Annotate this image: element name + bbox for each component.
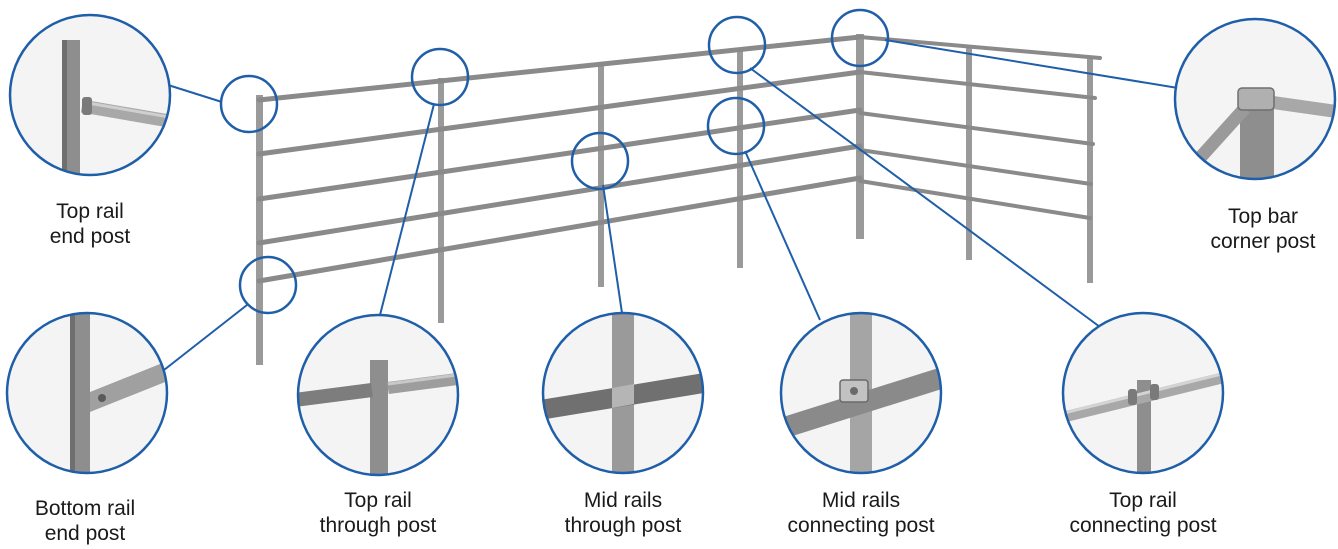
- rail-4: [256, 143, 863, 246]
- label-line-1: Mid rails: [821, 489, 901, 512]
- side-rail-bottom: [858, 179, 1092, 220]
- detail-top-rail-end-post: [8, 13, 172, 177]
- detail-mid-rails-through-post: [541, 311, 705, 475]
- label-bottom-rail-end-post: Bottom rail end post: [10, 496, 160, 546]
- label-line-2: connecting post: [787, 514, 935, 537]
- post-corner: [856, 34, 864, 239]
- target-top-rail-through: [410, 47, 470, 107]
- detail-top-rail-through-post: [296, 313, 460, 477]
- label-line-2: end post: [49, 225, 131, 248]
- fence: [256, 34, 1102, 365]
- label-line-1: Top rail: [56, 200, 124, 223]
- target-mid-rails-through: [570, 131, 630, 191]
- leader-top-bar-corner: [884, 39, 1179, 89]
- post-end: [256, 95, 263, 365]
- label-top-rail-connecting-post: Top rail connecting post: [1043, 488, 1243, 538]
- side-rail-top: [858, 35, 1102, 60]
- label-line-2: end post: [44, 522, 126, 545]
- post-side-1: [966, 45, 972, 260]
- rail-2: [256, 69, 863, 157]
- side-rail-4: [858, 148, 1093, 186]
- detail-mid-rails-connecting-post: [779, 311, 943, 475]
- side-rail-2: [858, 70, 1097, 100]
- label-line-2: through post: [319, 514, 437, 537]
- leader-top-rail-connecting: [749, 67, 1101, 328]
- leader-top-rail-through: [379, 103, 435, 316]
- label-mid-rails-through-post: Mid rails through post: [533, 488, 713, 538]
- leader-lines: [163, 39, 1179, 371]
- label-line-1: Top rail: [344, 489, 412, 512]
- leader-top-rail-end: [167, 84, 223, 103]
- label-top-rail-through-post: Top rail through post: [288, 488, 468, 538]
- label-line-2: corner post: [1210, 230, 1316, 253]
- label-line-1: Top bar: [1227, 205, 1299, 228]
- target-top-rail-end: [219, 74, 279, 134]
- label-line-2: connecting post: [1069, 514, 1217, 537]
- label-line-1: Mid rails: [583, 489, 663, 512]
- fence-rails-side: [858, 35, 1102, 220]
- leader-mid-rails-through: [602, 184, 623, 314]
- leader-mid-rails-connecting: [744, 150, 821, 321]
- fence-rails-front: [256, 34, 863, 284]
- label-top-rail-end-post: Top rail end post: [20, 199, 160, 249]
- label-line-1: Top rail: [1109, 489, 1177, 512]
- rail-top: [256, 34, 863, 103]
- detail-top-bar-corner-post: [1173, 17, 1337, 181]
- target-mid-rails-connecting: [706, 96, 766, 156]
- post-connecting: [737, 48, 743, 268]
- side-rail-3: [858, 111, 1095, 146]
- label-mid-rails-connecting-post: Mid rails connecting post: [761, 488, 961, 538]
- post-through-1: [438, 78, 444, 323]
- target-bottom-rail-end: [238, 255, 298, 315]
- label-line-2: through post: [564, 514, 682, 537]
- leader-bottom-rail-end: [163, 304, 248, 371]
- rail-3: [256, 107, 863, 202]
- target-circles: [219, 8, 890, 315]
- fence-posts: [256, 34, 1093, 365]
- detail-bottom-rail-end-post: [5, 311, 169, 475]
- target-top-bar-corner: [830, 8, 890, 68]
- label-line-1: Bottom rail: [34, 497, 136, 520]
- rail-bottom: [256, 175, 863, 284]
- post-side-2: [1087, 58, 1093, 283]
- post-through-2: [598, 64, 604, 287]
- target-top-rail-connecting: [707, 15, 767, 75]
- detail-top-rail-connecting-post: [1061, 311, 1225, 475]
- label-top-bar-corner-post: Top bar corner post: [1190, 204, 1336, 254]
